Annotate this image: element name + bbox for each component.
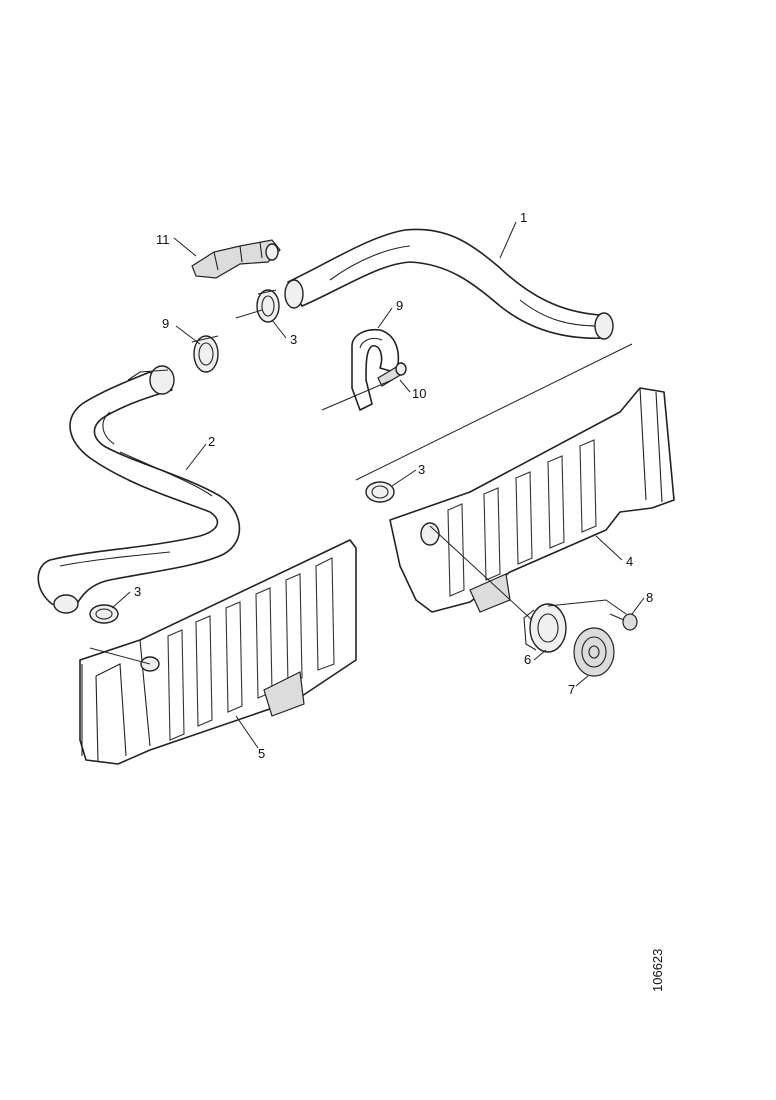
callout-5: 5 (258, 746, 265, 761)
part-4-right-panel (389, 387, 675, 613)
part-10-screw (377, 362, 407, 387)
part-1-upper-hose (284, 228, 614, 340)
callout-3-lower: 3 (134, 584, 141, 599)
callout-labels: 1 2 3 3 3 4 5 6 7 8 9 9 10 11 (134, 210, 653, 761)
part-8-screw (609, 613, 638, 631)
left-panel-slots (167, 557, 335, 741)
callout-8: 8 (646, 590, 653, 605)
callout-9-center: 9 (396, 298, 403, 313)
callout-4: 4 (626, 554, 633, 569)
part-11-clip (191, 239, 281, 279)
part-2-lower-hose (37, 365, 241, 614)
part-5-left-panel (79, 539, 357, 765)
callout-7: 7 (568, 682, 575, 697)
callout-10: 10 (412, 386, 426, 401)
assembly-lines (89, 309, 633, 665)
part-3-clamp-right (365, 481, 395, 503)
part-3-clamp-upper (256, 289, 280, 323)
callout-leaders (111, 221, 645, 749)
part-3-clamp-lower (89, 604, 119, 624)
callout-3-upper: 3 (290, 332, 297, 347)
part-6-grommet (523, 603, 567, 653)
callout-6: 6 (524, 652, 531, 667)
part-7-cap (573, 627, 615, 677)
callout-2: 2 (208, 434, 215, 449)
part-9-bracket (351, 328, 400, 411)
callout-3-right: 3 (418, 462, 425, 477)
callout-1: 1 (520, 210, 527, 225)
right-panel-slots (447, 439, 597, 597)
callout-9-left: 9 (162, 316, 169, 331)
callout-11: 11 (156, 232, 170, 247)
figure-id: 106623 (650, 949, 665, 992)
